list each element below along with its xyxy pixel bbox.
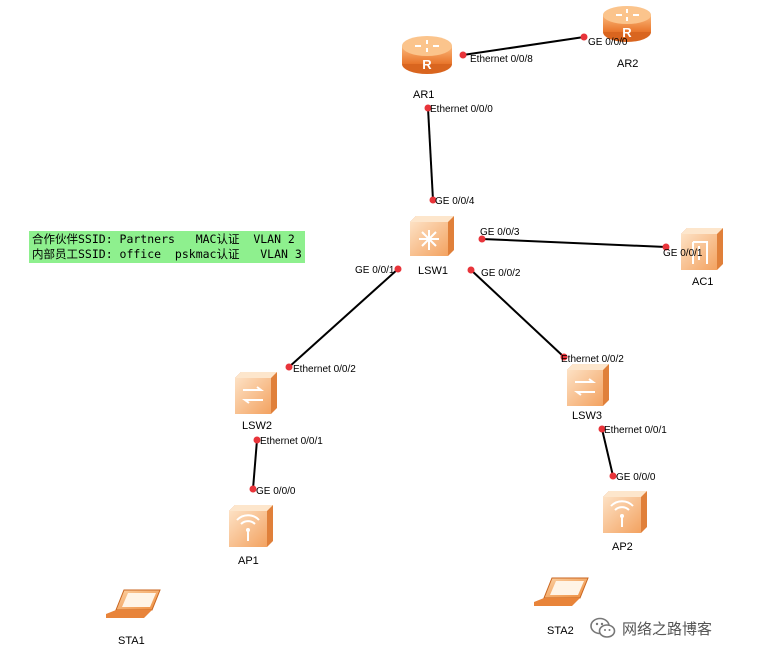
port-label: Ethernet 0/0/2: [561, 354, 624, 365]
port-label: GE 0/0/3: [480, 227, 520, 238]
port-label: GE 0/0/0: [616, 472, 656, 483]
port-label: GE 0/0/0: [256, 486, 296, 497]
port-label: GE 0/0/2: [481, 268, 521, 279]
port-label: Ethernet 0/0/8: [470, 54, 533, 65]
router-icon[interactable]: R: [402, 36, 452, 74]
node-label: STA2: [547, 625, 574, 637]
watermark: 网络之路博客: [590, 617, 712, 639]
note-line: 合作伙伴SSID: Partners MAC认证 VLAN 2: [32, 232, 295, 246]
link-ar1-ar2[interactable]: [462, 36, 585, 56]
node-label: LSW2: [242, 420, 272, 432]
node-label: STA1: [118, 635, 145, 647]
link-lsw1-lsw3[interactable]: [470, 269, 565, 358]
port-dots: [249, 33, 670, 493]
note-line: 内部员工SSID: office pskmac认证 VLAN 3: [32, 247, 302, 261]
watermark-text: 网络之路博客: [622, 619, 713, 638]
port-label: Ethernet 0/0/1: [260, 436, 323, 447]
links-layer: [252, 36, 667, 490]
switch-icon[interactable]: [235, 372, 277, 414]
svg-text:R: R: [622, 25, 632, 40]
node-label: LSW3: [572, 410, 602, 422]
node-label: AC1: [692, 276, 713, 288]
laptop-icon[interactable]: [106, 589, 161, 618]
port-label: GE 0/0/1: [663, 248, 703, 259]
link-ar1-lsw1[interactable]: [427, 107, 434, 201]
node-label: LSW1: [418, 265, 448, 277]
laptop-icon[interactable]: [534, 577, 589, 606]
node-label: AP1: [238, 555, 259, 567]
port-label: GE 0/0/1: [355, 265, 395, 276]
wechat-icon: [590, 617, 616, 638]
access-controller-icon[interactable]: [681, 228, 723, 270]
link-lsw1-ac1[interactable]: [481, 238, 667, 248]
switch-icon[interactable]: [567, 364, 609, 406]
port-label: GE 0/0/4: [435, 196, 475, 207]
link-lsw2-ap1[interactable]: [252, 439, 258, 490]
node-label: AR2: [617, 58, 638, 70]
access-point-icon[interactable]: [603, 491, 647, 533]
port-label: Ethernet 0/0/0: [430, 104, 493, 115]
link-lsw3-ap2[interactable]: [601, 428, 614, 477]
router-icon[interactable]: R: [603, 6, 651, 42]
node-label: AR1: [413, 89, 434, 101]
core-switch-icon[interactable]: [410, 216, 454, 256]
link-lsw1-lsw2[interactable]: [288, 268, 399, 368]
access-point-icon[interactable]: [229, 505, 273, 547]
port-label: Ethernet 0/0/1: [604, 425, 667, 436]
node-label: AP2: [612, 541, 633, 553]
svg-text:R: R: [422, 57, 432, 72]
port-label: Ethernet 0/0/2: [293, 364, 356, 375]
port-label: GE 0/0/0: [588, 37, 628, 48]
